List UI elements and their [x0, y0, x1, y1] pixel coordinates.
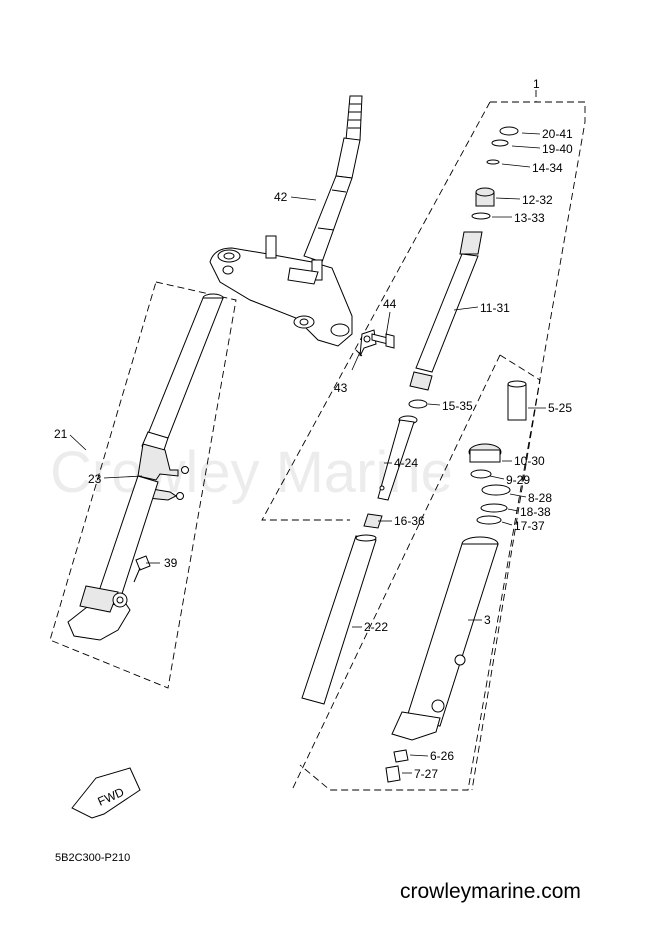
callout-15-35: 15-35 — [442, 399, 473, 413]
catalog-code: 5B2C300-P210 — [55, 852, 131, 864]
callout-23: 23 — [88, 472, 102, 486]
callout-3: 3 — [484, 613, 491, 627]
right-fork-parts — [301, 126, 519, 705]
callout-1: 1 — [533, 77, 540, 91]
callout-4-24: 4-24 — [394, 456, 418, 470]
callout-6-26: 6-26 — [430, 749, 454, 763]
callout-leaders — [69, 132, 546, 774]
assembly-outlines — [49, 90, 586, 791]
callout-5-25: 5-25 — [548, 401, 572, 415]
under-bracket — [209, 235, 353, 347]
callout-43: 43 — [334, 381, 348, 395]
callout-9-29: 9-29 — [506, 473, 530, 487]
callout-7-27: 7-27 — [414, 767, 438, 781]
callout-21: 21 — [54, 427, 68, 441]
site-footer: crowleymarine.com — [400, 880, 581, 903]
callout-39: 39 — [164, 556, 178, 570]
callout-44: 44 — [383, 297, 397, 311]
callout-14-34: 14-34 — [532, 161, 563, 175]
callout-17-37: 17-37 — [514, 519, 545, 533]
callout-13-33: 13-33 — [514, 211, 545, 225]
steering-stem — [303, 95, 363, 263]
callout-12-32: 12-32 — [522, 193, 553, 207]
right-outer-tube — [385, 380, 527, 783]
fwd-arrow-icon: FWD — [71, 767, 141, 819]
callout-2-22: 2-22 — [364, 620, 388, 634]
callout-11-31: 11-31 — [480, 301, 510, 315]
callout-42: 42 — [274, 190, 288, 204]
left-fork-assembly — [67, 293, 224, 641]
callout-8-28: 8-28 — [528, 491, 552, 505]
callout-20-41: 20-41 — [542, 127, 573, 141]
callout-19-40: 19-40 — [542, 142, 573, 156]
callout-10-30: 10-30 — [514, 454, 545, 468]
callout-16-36: 16-36 — [394, 514, 425, 528]
callout-18-38: 18-38 — [520, 505, 551, 519]
bracket-and-bolt — [355, 329, 395, 357]
callout-labels: 1 20-41 19-40 14-34 12-32 13-33 11-31 15… — [54, 77, 573, 781]
